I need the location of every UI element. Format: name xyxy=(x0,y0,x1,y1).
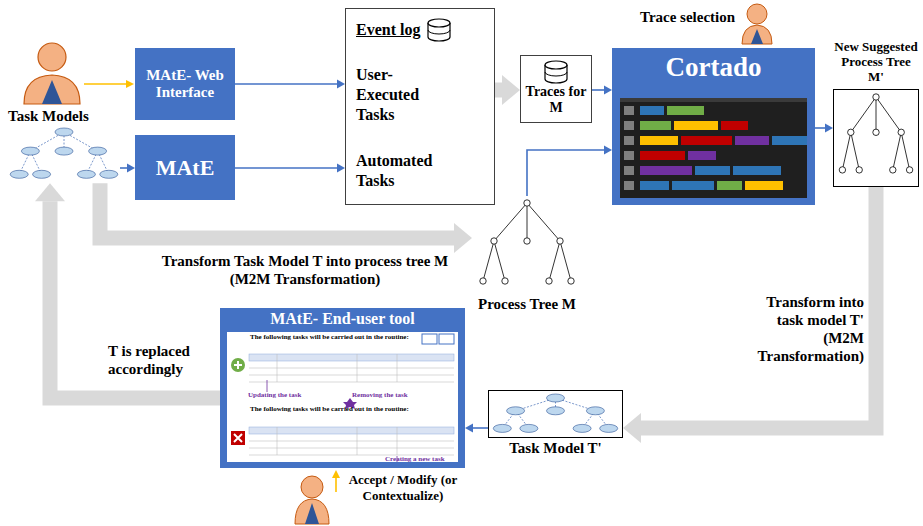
figure-caption: Task Model T' xyxy=(488,440,623,457)
tree-frame xyxy=(488,390,623,438)
figure-caption: Process Tree M xyxy=(472,296,582,313)
task-model-figure: Task Model T' xyxy=(488,390,623,457)
box-title: Cortado xyxy=(612,52,815,83)
traces-box: Traces for M xyxy=(520,55,592,123)
figure-caption: Task Models xyxy=(8,108,120,125)
database-icon xyxy=(542,60,570,84)
screenshot xyxy=(620,98,807,198)
process-tree xyxy=(834,90,918,184)
edge-label: T is replaced accordingly xyxy=(108,342,216,378)
edge-label: Transform into task model T' (M2M Transf… xyxy=(752,293,864,365)
transform-arrow xyxy=(495,75,520,105)
flow-arrow xyxy=(592,86,612,95)
tree-figure: New Suggested Process Tree M' xyxy=(833,40,919,187)
tree-figure: Process Tree M xyxy=(472,196,582,313)
text-label: Updating the task xyxy=(248,391,328,399)
flow-arrow xyxy=(465,424,488,433)
task-model-tree xyxy=(489,391,622,435)
user-arrow xyxy=(84,80,134,88)
box-title: MAtE- End-user tool xyxy=(220,310,465,328)
text-label: Accept / Modify (or Contextualize) xyxy=(343,472,463,503)
user-icon xyxy=(295,476,329,524)
edge-label: Transform Task Model T into process tree… xyxy=(145,252,465,288)
text-label: Removing the task xyxy=(352,391,432,399)
flow-arrow xyxy=(235,80,345,89)
user-icon xyxy=(24,43,80,104)
text-label: Creating a new task xyxy=(385,455,465,463)
figure-heading: New Suggested Process Tree M' xyxy=(833,40,919,85)
box-label: User- Executed Tasks xyxy=(356,65,446,125)
tool-box: Cortado xyxy=(612,48,815,205)
process-box: MAtE xyxy=(135,135,235,200)
screenshot-bars xyxy=(620,98,807,198)
box-label: MAtE xyxy=(156,155,215,180)
task-model-tree xyxy=(8,125,120,183)
flow-arrow xyxy=(527,146,612,197)
box-label: MAtE- Web Interface xyxy=(141,67,229,102)
text-label: Trace selection xyxy=(640,8,740,26)
task-model-figure: Task Models xyxy=(8,108,120,183)
user-icon xyxy=(742,4,772,44)
database-icon xyxy=(426,17,452,43)
transform-arrow xyxy=(35,183,220,398)
flow-arrow xyxy=(120,164,135,173)
transform-arrow xyxy=(623,187,876,443)
text-label: The following tasks will be carried out … xyxy=(250,405,440,413)
flow-arrow xyxy=(815,124,833,133)
process-box: MAtE- Web Interface xyxy=(135,48,235,120)
text-label: The following tasks will be carried out … xyxy=(250,333,440,341)
event-log-box: Event logUser- Executed TasksAutomated T… xyxy=(345,8,495,205)
box-heading: Event log xyxy=(356,21,420,39)
box-label: Automated Tasks xyxy=(356,151,446,191)
flow-arrow xyxy=(235,164,345,173)
tool-box: MAtE- End-user tool xyxy=(220,308,465,468)
user-arrow xyxy=(332,470,340,492)
tree-frame xyxy=(833,89,919,187)
process-tree xyxy=(472,196,582,296)
box-label: Traces for M xyxy=(525,84,587,116)
